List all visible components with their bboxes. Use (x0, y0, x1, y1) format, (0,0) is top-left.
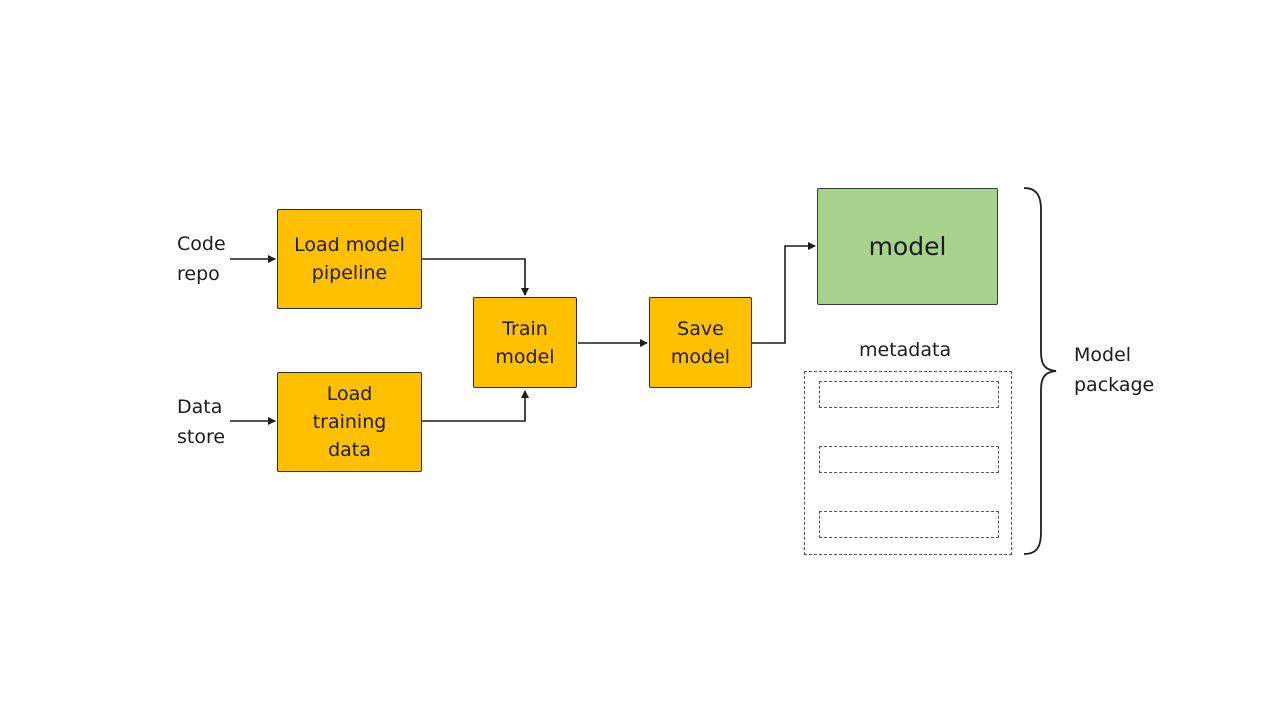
model-label: model (868, 231, 947, 261)
arrow-save-to-model (752, 242, 816, 344)
save-model-box: Save model (649, 297, 752, 388)
load-model-pipeline-label: Load model pipeline (294, 234, 405, 284)
save-model-label: Save model (670, 317, 731, 368)
data-store-label: Data store (177, 396, 226, 448)
metadata-field-2 (819, 446, 999, 473)
model-package-brace (1023, 187, 1057, 555)
load-training-data-box: Load training data (277, 372, 422, 472)
model-package-label: Model package (1074, 344, 1155, 396)
metadata-field-1 (819, 381, 999, 408)
model-box: model (817, 188, 998, 305)
load-model-pipeline-box: Load model pipeline (277, 209, 422, 309)
arrow-pipeline-to-train (422, 258, 529, 296)
metadata-box (804, 371, 1012, 555)
code-repo-label: Code repo (177, 233, 226, 285)
train-model-box: Train model (473, 297, 577, 388)
metadata-label: metadata (859, 339, 952, 361)
metadata-field-3 (819, 511, 999, 538)
arrow-training-data-to-train (422, 390, 529, 422)
load-training-data-label: Load training data (312, 383, 387, 461)
train-model-label: Train model (495, 317, 555, 368)
